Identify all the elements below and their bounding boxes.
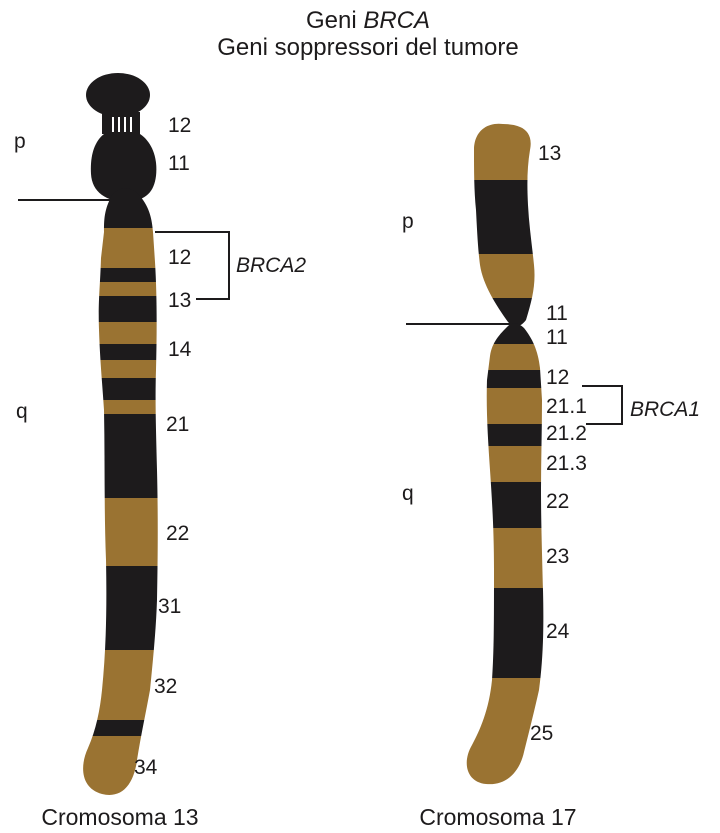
chr17-band-label: 21.3 bbox=[546, 452, 587, 475]
brca1-label: BRCA1 bbox=[630, 398, 700, 421]
chr13-satellite bbox=[86, 73, 150, 117]
chr13-band-label: 12 bbox=[168, 246, 191, 269]
title-line-1: Geni BRCA bbox=[306, 7, 430, 34]
chromosome-13: p q 12 11 12 13 14 21 22 31 32 34 BRCA2 … bbox=[14, 73, 306, 830]
chr17-band-label: 21.2 bbox=[546, 422, 587, 445]
chr13-band-label: 32 bbox=[154, 675, 177, 698]
brca2-label: BRCA2 bbox=[236, 254, 306, 277]
chr17-p-arm bbox=[460, 118, 550, 338]
chr13-band-label: 13 bbox=[168, 289, 191, 312]
chr13-name: Cromosoma 13 bbox=[41, 804, 198, 830]
brca1-bracket bbox=[582, 386, 622, 424]
chr17-q-arm bbox=[460, 318, 560, 788]
chr13-band-label: 21 bbox=[166, 413, 189, 436]
chr17-band-label: 21.1 bbox=[546, 395, 587, 418]
chr13-band-label: 22 bbox=[166, 522, 189, 545]
chr13-band-label: 12 bbox=[168, 114, 191, 137]
chr17-band-label: 11 bbox=[546, 302, 568, 325]
chr13-band-label: 14 bbox=[168, 338, 192, 361]
chr17-name: Cromosoma 17 bbox=[419, 804, 576, 830]
chr13-q-label: q bbox=[16, 400, 28, 423]
chr17-band-label: 23 bbox=[546, 545, 569, 568]
chr13-p-label: p bbox=[14, 130, 26, 153]
chr13-band-label: 11 bbox=[168, 152, 190, 175]
chr13-q-arm bbox=[70, 186, 170, 806]
chromosome-17: p q 13 11 11 12 21.1 21.2 21.3 22 23 24 … bbox=[402, 118, 700, 830]
chr17-band-label: 25 bbox=[530, 722, 553, 745]
chr13-band-label: 34 bbox=[134, 756, 158, 779]
chr13-band-label: 31 bbox=[158, 595, 181, 618]
chr17-band-label: 11 bbox=[546, 326, 568, 349]
chr17-band-label: 13 bbox=[538, 142, 561, 165]
brca2-bracket bbox=[155, 232, 229, 299]
chr17-band-label: 12 bbox=[546, 366, 569, 389]
chr17-q-label: q bbox=[402, 482, 414, 505]
chr17-band-label: 24 bbox=[546, 620, 570, 643]
chr17-p-label: p bbox=[402, 210, 414, 233]
chr13-stalk bbox=[102, 112, 140, 134]
title-line-2: Geni soppressori del tumore bbox=[217, 34, 518, 61]
chr17-band-label: 22 bbox=[546, 490, 569, 513]
